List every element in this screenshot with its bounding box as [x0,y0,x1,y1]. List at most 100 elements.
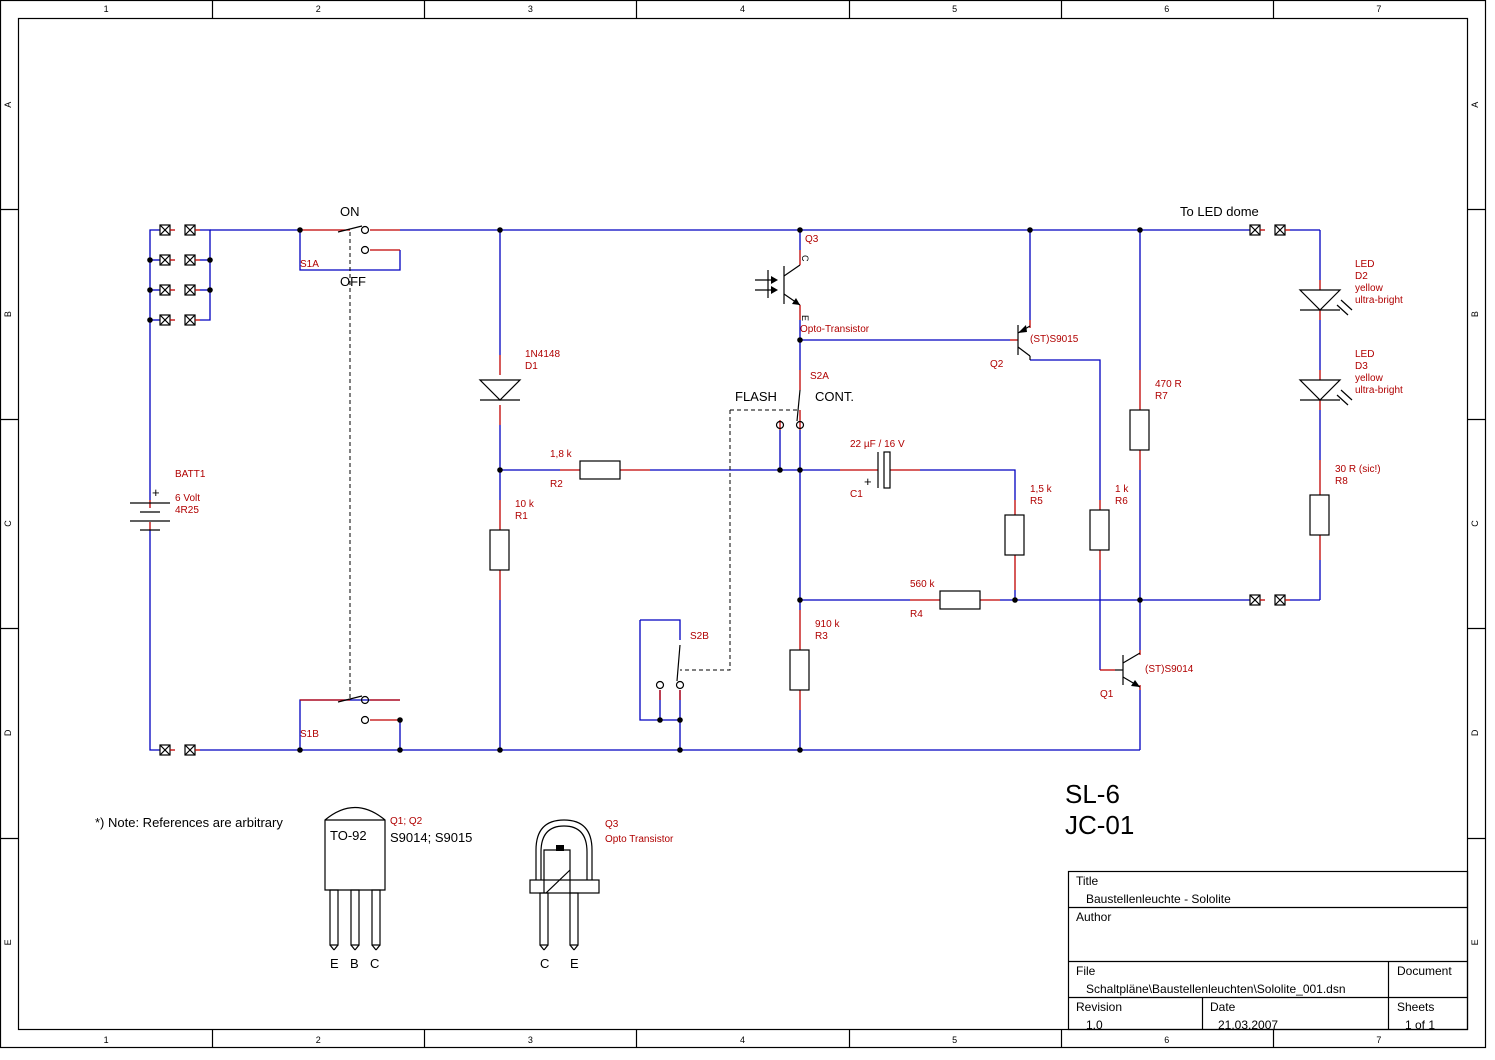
package-opto: Q3 Opto Transistor C E [529,819,674,971]
frame-row-label-right: C [1470,520,1480,527]
junction-dot [1137,597,1143,603]
junction-dot [397,717,403,723]
connector-box [184,744,200,756]
junction-dot [797,597,803,603]
label-q3-value: Opto-Transistor [800,324,870,335]
label-s1b: S1B [300,729,319,740]
junction-dot [397,747,403,753]
label-q3-ref: Q3 [805,234,819,245]
connector-box [184,224,200,236]
label-r7-value: 470 R [1155,379,1182,390]
opto-ref: Q3 [605,819,619,830]
label-r4-ref: R4 [910,609,923,620]
connector-box [159,254,175,266]
package-to92: TO-92 Q1; Q2 S9014; S9015 E B C [324,807,472,971]
label-d2-label: LED [1355,259,1374,270]
capacitor-c1: + [864,451,891,489]
frame-row-label-left: B [3,311,13,317]
label-r4-value: 560 k [910,579,935,590]
label-cont: CONT. [815,389,854,404]
junction-dot [657,717,663,723]
connector-box [184,314,200,326]
wires [149,229,1321,751]
label-r8-ref: R8 [1335,476,1348,487]
sheets-label: Sheets [1397,1000,1434,1014]
label-q3-e: E [800,315,810,321]
title-block: Title Baustellenleuchte - Sololite Autho… [1067,870,1469,1032]
connector-box [159,284,175,296]
switch-s2 [655,389,805,690]
led-d3 [1298,379,1353,406]
frame-col-label-bottom: 7 [1376,1035,1381,1045]
resistor-r7 [1129,409,1150,451]
junction-dot [207,287,213,293]
frame-row-label-right: D [1470,729,1480,736]
frame-row-label-right: E [1470,939,1480,945]
led-d2 [1298,289,1353,316]
svg-text:+: + [864,474,872,489]
switch-s1 [337,225,370,725]
frame-row-label-left: E [3,939,13,945]
revision-label: Revision [1076,1000,1122,1014]
junction-dot [147,287,153,293]
label-d3-ref: D3 [1355,361,1368,372]
resistor-r2 [579,460,621,480]
label-batt-value2: 4R25 [175,505,199,516]
junction-dot [797,337,803,343]
date-label: Date [1210,1000,1236,1014]
frame-col-label-bottom: 3 [528,1035,533,1045]
connector-box [1249,224,1265,236]
junction-dot [497,467,503,473]
transistor-q2 [1017,325,1031,360]
pin-stubs [149,229,1321,721]
junctions [147,227,1143,753]
to92-pin-b: B [350,956,359,971]
label-q1-ref: Q1 [1100,689,1114,700]
frame-col-label-bottom: 5 [952,1035,957,1045]
battery-batt1: + [130,485,170,531]
diode-d1 [478,379,522,401]
part-labels: S1A S1B S2A S2B BATT1 6 Volt 4R25 1N4148… [175,234,1403,740]
junction-dot [297,747,303,753]
to92-pin-e: E [330,956,339,971]
connector-box [184,254,200,266]
frame-col-label-top: 5 [952,4,957,14]
junction-dot [797,467,803,473]
frame-row-label-left: D [3,729,13,736]
author-label: Author [1076,910,1111,924]
junction-dot [677,717,683,723]
to92-types: S9014; S9015 [390,830,472,845]
junction-dot [777,467,783,473]
opto-transistor-q3 [755,264,801,306]
junction-dot [147,317,153,323]
frame-col-label-bottom: 2 [316,1035,321,1045]
label-r3-ref: R3 [815,631,828,642]
connector-box [159,744,175,756]
junction-dot [147,257,153,263]
sheets-value: 1 of 1 [1405,1018,1435,1032]
design-code: JC-01 [1065,810,1134,840]
to92-label: TO-92 [330,828,367,843]
label-d1-value: 1N4148 [525,349,560,360]
label-off: OFF [340,274,366,289]
opto-desc: Opto Transistor [605,834,674,845]
label-d2-desc: ultra-bright [1355,295,1403,306]
connector-box [159,314,175,326]
file-label: File [1076,964,1096,978]
frame-row-label-left: A [3,102,13,108]
document-label: Document [1397,964,1452,978]
label-r8-value: 30 R (sic!) [1335,464,1381,475]
revision-value: 1.0 [1086,1018,1103,1032]
label-r5-value: 1,5 k [1030,484,1053,495]
label-c1-ref: C1 [850,489,863,500]
frame-row-label-right: B [1470,311,1480,317]
junction-dot [497,227,503,233]
file-value: Schaltpläne\Baustellenleuchten\Sololite_… [1086,982,1346,996]
connector-box [1249,594,1265,606]
connector-box [1274,224,1290,236]
label-batt-ref: BATT1 [175,469,206,480]
junction-dot [1012,597,1018,603]
to92-refs: Q1; Q2 [390,816,423,827]
label-to-led-dome: To LED dome [1180,204,1259,219]
